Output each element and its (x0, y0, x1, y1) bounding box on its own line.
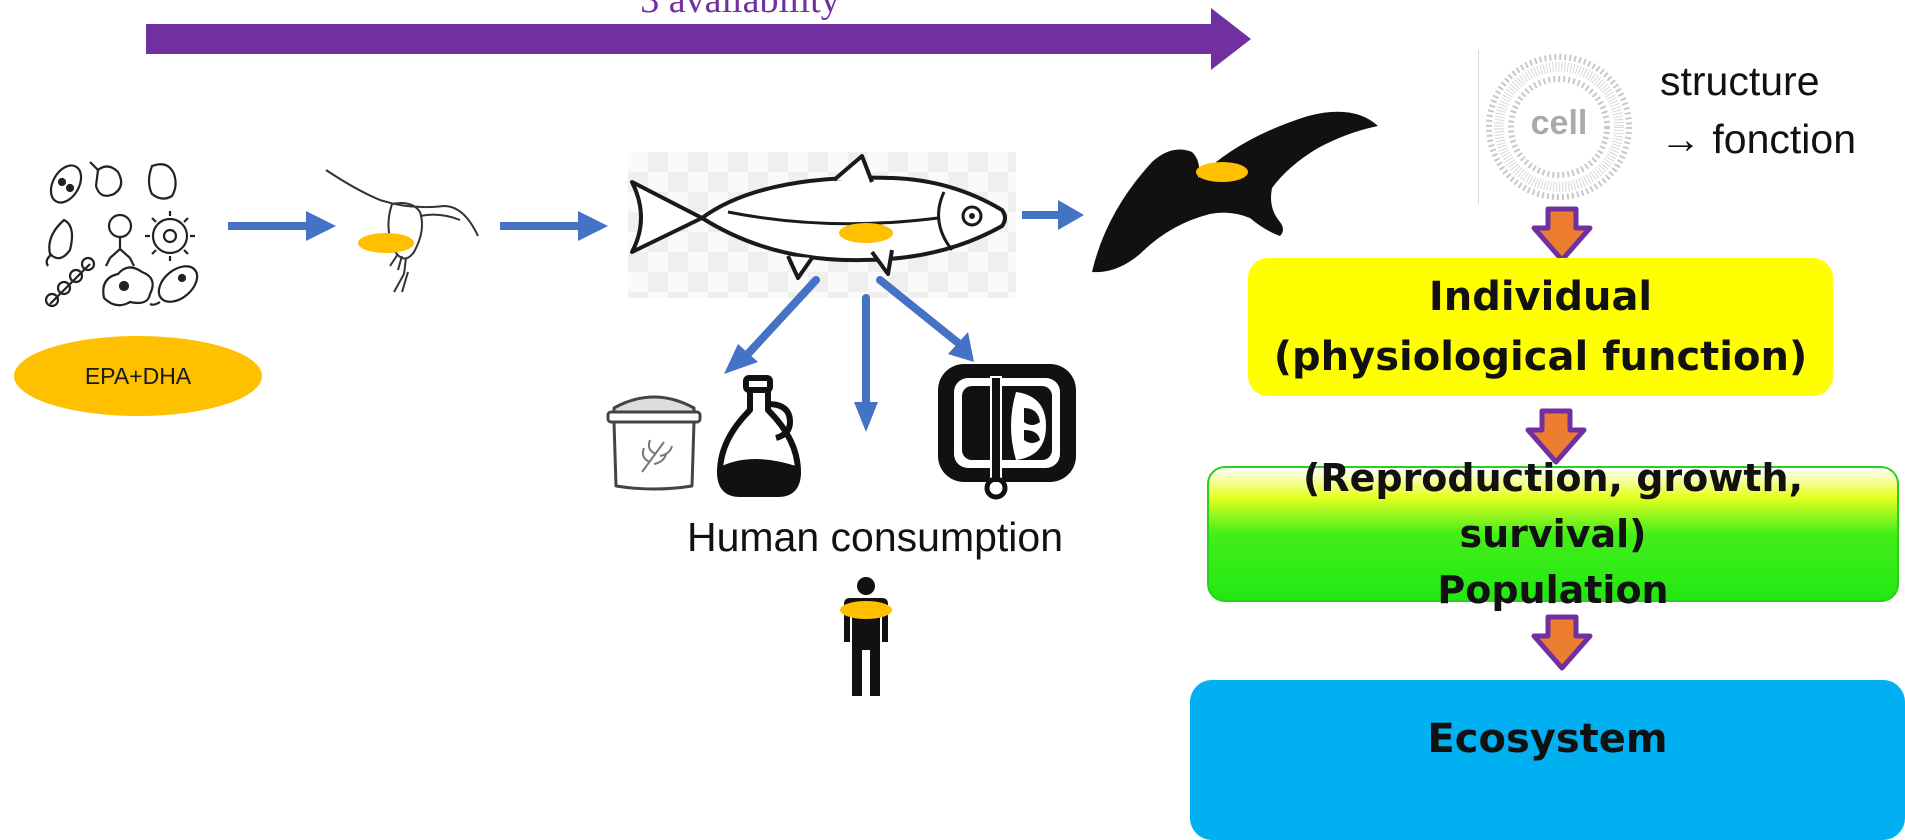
individual-title: Individual (1428, 274, 1653, 320)
fish-icon (630, 154, 1007, 280)
ecosystem-title: Ecosystem (1427, 716, 1668, 762)
oil-bottle-icon (717, 375, 801, 497)
seabird-icon (1092, 111, 1378, 273)
structure-label: structure (1660, 58, 1820, 104)
zooplankton-icon (325, 169, 479, 293)
population-subtitle: (Reproduction, growth, survival) (1302, 456, 1804, 556)
flow-arrow-3 (1022, 200, 1084, 230)
epa-dha-badge: EPA+DHA (14, 336, 262, 416)
microorganisms-icon (44, 161, 199, 308)
canned-fish-icon (938, 364, 1076, 500)
individual-subtitle: (physiological function) (1273, 334, 1808, 380)
flow-arrow-2 (500, 211, 608, 241)
availability-label: 3 availability (640, 0, 840, 21)
lipid-marker (840, 601, 892, 619)
flow-arrow-1 (228, 211, 336, 241)
consumption-arrows (724, 276, 974, 432)
population-title: Population (1437, 568, 1669, 612)
lipid-marker (358, 233, 414, 253)
function-label: → fonction (1660, 116, 1856, 162)
down-arrow-3 (1531, 614, 1593, 671)
lipid-marker (1196, 162, 1248, 182)
fishmeal-bag-icon (606, 395, 702, 491)
human-consumption-label: Human consumption (686, 514, 1064, 560)
lipid-marker (839, 223, 893, 243)
cell-label: cell (1530, 104, 1588, 142)
cell-membrane-icon (1486, 54, 1632, 200)
cell-panel: cell (1478, 50, 1639, 204)
availability-arrow (146, 8, 1251, 70)
down-arrow-2 (1525, 408, 1587, 465)
structure-function-text: structure → fonction (1660, 52, 1856, 168)
epa-dha-label: EPA+DHA (84, 362, 192, 389)
population-box: (Reproduction, growth, survival) Populat… (1207, 456, 1899, 612)
human-figure-icon (840, 577, 892, 696)
ecosystem-box: Ecosystem (1190, 680, 1905, 840)
down-arrow-1 (1531, 206, 1593, 263)
individual-box: Individual (physiological function) (1248, 258, 1833, 396)
